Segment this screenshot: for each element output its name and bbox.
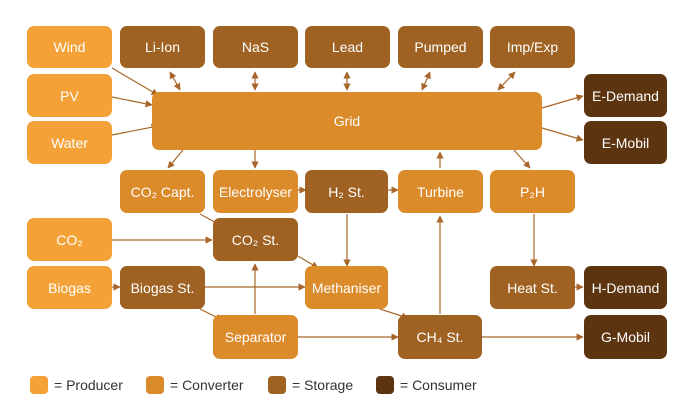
node-co2: CO₂ bbox=[27, 218, 112, 261]
legend-label-producer: = Producer bbox=[54, 377, 123, 393]
legend-swatch-producer bbox=[30, 376, 48, 394]
legend-label-converter: = Converter bbox=[170, 377, 244, 393]
node-e-mobil: E-Mobil bbox=[584, 121, 667, 164]
node-co2-capt: CO₂ Capt. bbox=[120, 170, 205, 213]
node-co2-st: CO₂ St. bbox=[213, 218, 298, 261]
node-water: Water bbox=[27, 121, 112, 164]
node-imp-exp: Imp/Exp bbox=[490, 26, 575, 68]
node-e-demand: E-Demand bbox=[584, 74, 667, 117]
legend-swatch-consumer bbox=[376, 376, 394, 394]
edge-grid-co2capt bbox=[167, 149, 184, 169]
node-pumped: Pumped bbox=[398, 26, 483, 68]
node-biogas: Biogas bbox=[27, 266, 112, 309]
node-g-mobil: G-Mobil bbox=[584, 315, 667, 359]
edge-grid-emobil bbox=[541, 127, 584, 142]
legend-label-consumer: = Consumer bbox=[400, 377, 477, 393]
legend-storage: = Storage bbox=[268, 374, 353, 396]
node-biogas-st: Biogas St. bbox=[120, 266, 205, 309]
edge-pv-grid bbox=[111, 96, 153, 108]
edge-wind-grid bbox=[111, 67, 159, 96]
legend-label-storage: = Storage bbox=[292, 377, 354, 393]
node-wind: Wind bbox=[27, 26, 112, 68]
node-grid: Grid bbox=[152, 92, 542, 150]
legend-producer: = Producer bbox=[30, 374, 123, 396]
node-methaniser: Methaniser bbox=[305, 266, 388, 309]
edge-water-grid bbox=[111, 123, 159, 136]
node-turbine: Turbine bbox=[398, 170, 483, 213]
edge-grid-edemand bbox=[541, 94, 584, 109]
node-lead: Lead bbox=[305, 26, 390, 68]
legend-converter: = Converter bbox=[146, 374, 244, 396]
edge-grid-p2h bbox=[513, 149, 531, 169]
node-p2h: P₂H bbox=[490, 170, 575, 213]
node-electrolyser: Electrolyser bbox=[213, 170, 298, 213]
legend-swatch-storage bbox=[268, 376, 286, 394]
node-h2-st: H₂ St. bbox=[305, 170, 388, 213]
node-pv: PV bbox=[27, 74, 112, 117]
edge-impexp-grid bbox=[497, 71, 516, 91]
node-ch4-st: CH₄ St. bbox=[398, 315, 482, 359]
edge-liion-grid bbox=[169, 71, 181, 91]
legend-consumer: = Consumer bbox=[376, 374, 477, 396]
edge-pumped-grid bbox=[421, 71, 431, 91]
legend-swatch-converter bbox=[146, 376, 164, 394]
node-nas: NaS bbox=[213, 26, 298, 68]
node-li-ion: Li-Ion bbox=[120, 26, 205, 68]
node-heat-st: Heat St. bbox=[490, 266, 575, 309]
node-h-demand: H-Demand bbox=[584, 266, 667, 309]
node-separator: Separator bbox=[213, 315, 298, 359]
